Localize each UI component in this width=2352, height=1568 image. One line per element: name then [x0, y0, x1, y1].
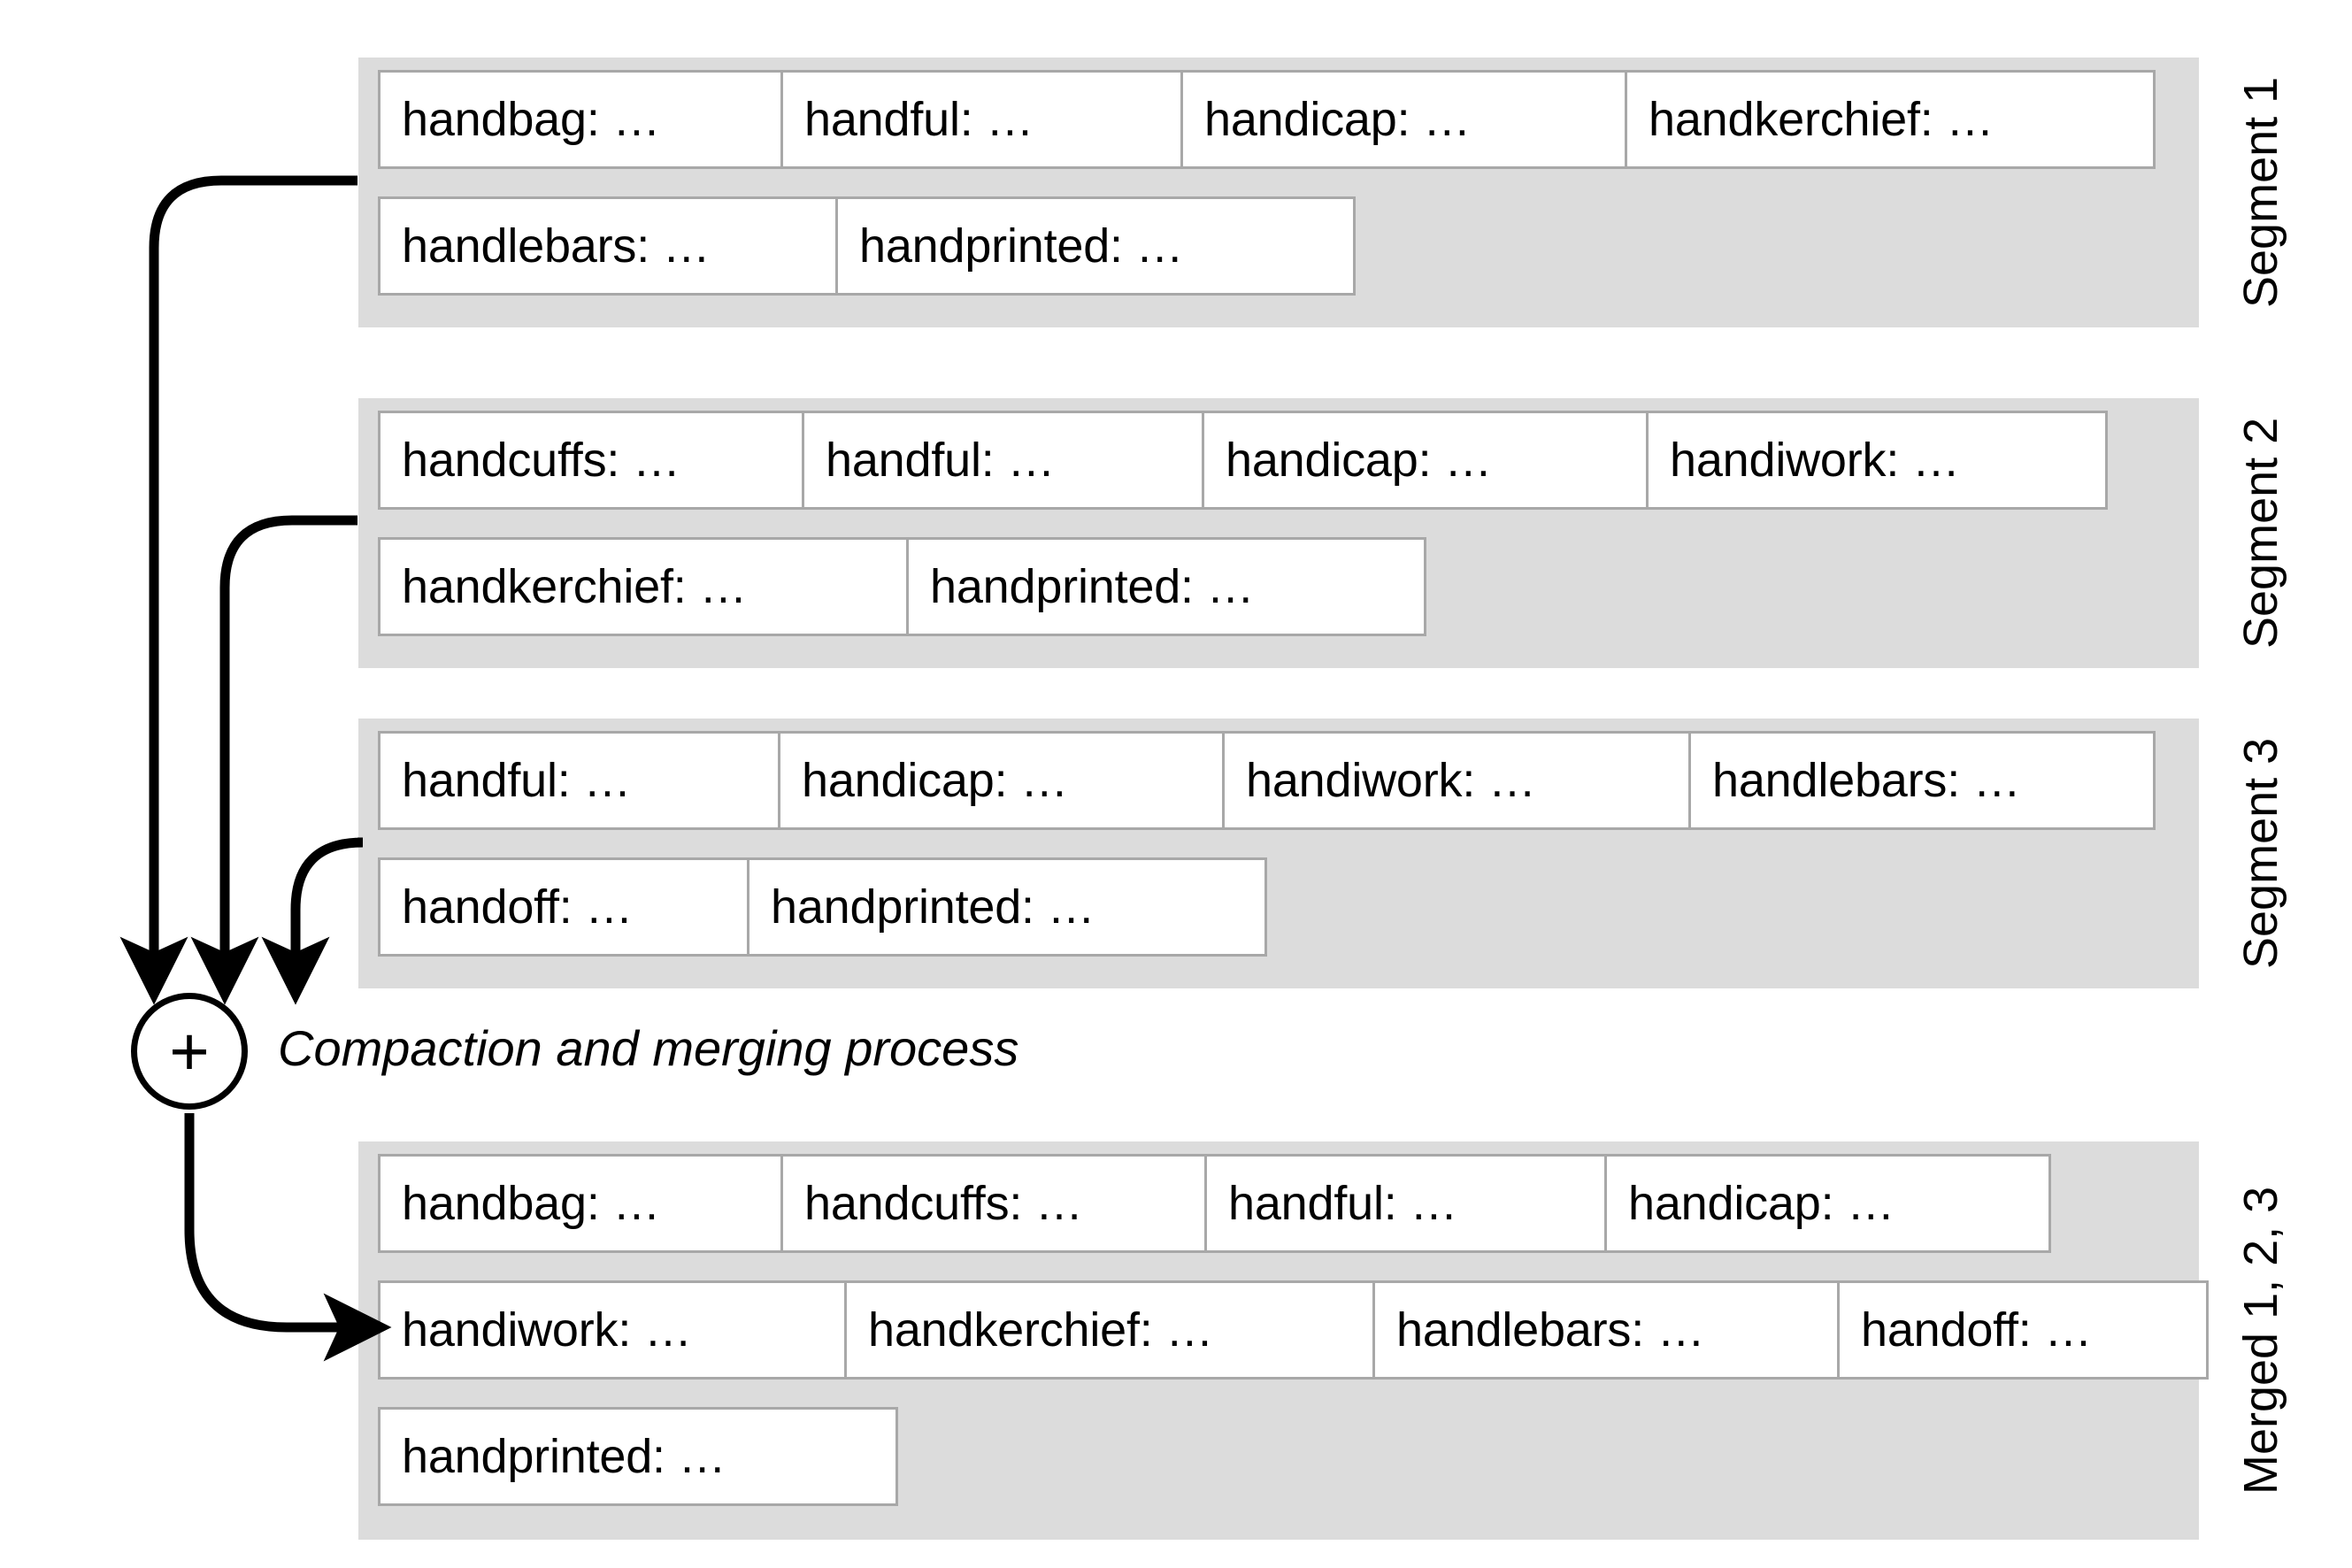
- segment-2-cell-handful[interactable]: handful: …: [802, 411, 1204, 510]
- merged-cell-handiwork[interactable]: handiwork: …: [378, 1280, 847, 1380]
- merged-cell-handlebars[interactable]: handlebars: …: [1372, 1280, 1840, 1380]
- segment-3-cell-handprinted[interactable]: handprinted: …: [747, 857, 1267, 957]
- merged-cell-handcuffs[interactable]: handcuffs: …: [780, 1154, 1207, 1253]
- segment-1-side-label: Segment 1: [2234, 76, 2287, 309]
- segment-1-cell-handful[interactable]: handful: …: [780, 70, 1183, 169]
- segment-1-cell-handlebars[interactable]: handlebars: …: [378, 196, 838, 296]
- segment-2-cell-handiwork[interactable]: handiwork: …: [1646, 411, 2108, 510]
- segment-3-cell-handoff[interactable]: handoff: …: [378, 857, 749, 957]
- segment-2-cell-handicap[interactable]: handicap: …: [1202, 411, 1649, 510]
- merge-node[interactable]: +: [131, 993, 248, 1110]
- merged-cell-handful[interactable]: handful: …: [1204, 1154, 1607, 1253]
- process-label: Compaction and merging process: [278, 1020, 1019, 1076]
- segment-2-row-1: handcuffs: … handful: … handicap: … hand…: [378, 411, 2108, 510]
- segment-3-cell-handful[interactable]: handful: …: [378, 731, 780, 830]
- segment-3-cell-handiwork[interactable]: handiwork: …: [1222, 731, 1691, 830]
- merged-cell-handoff[interactable]: handoff: …: [1837, 1280, 2209, 1380]
- merged-row-3: handprinted: …: [378, 1407, 898, 1506]
- arrow-merge-to-merged: [184, 1113, 392, 1362]
- arrow-segment-2-to-merge: [190, 515, 357, 1005]
- segment-2-cell-handprinted[interactable]: handprinted: …: [906, 537, 1426, 636]
- segment-3-row-2: handoff: … handprinted: …: [378, 857, 1267, 957]
- merged-cell-handkerchief[interactable]: handkerchief: …: [844, 1280, 1375, 1380]
- segment-1-cell-handprinted[interactable]: handprinted: …: [835, 196, 1356, 296]
- segment-3-side-label: Segment 3: [2234, 737, 2287, 970]
- merged-cell-handbag[interactable]: handbag: …: [378, 1154, 783, 1253]
- arrow-segment-3-to-merge: [261, 837, 364, 1005]
- segment-1-cell-handicap[interactable]: handicap: …: [1180, 70, 1627, 169]
- segment-2-cell-handcuffs[interactable]: handcuffs: …: [378, 411, 804, 510]
- segment-2-side-label: Segment 2: [2234, 417, 2287, 649]
- segment-3-row-1: handful: … handicap: … handiwork: … hand…: [378, 731, 2156, 830]
- plus-icon: +: [169, 1012, 210, 1090]
- segment-2-row-2: handkerchief: … handprinted: …: [378, 537, 1426, 636]
- merged-cell-handicap[interactable]: handicap: …: [1604, 1154, 2051, 1253]
- arrow-segment-1-to-merge: [119, 175, 357, 1005]
- segment-3-cell-handicap[interactable]: handicap: …: [778, 731, 1225, 830]
- merged-side-label: Merged 1, 2, 3: [2234, 1186, 2287, 1495]
- segment-1-cell-handkerchief[interactable]: handkerchief: …: [1625, 70, 2156, 169]
- merged-cell-handprinted[interactable]: handprinted: …: [378, 1407, 898, 1506]
- segment-3-cell-handlebars[interactable]: handlebars: …: [1688, 731, 2156, 830]
- segment-1-cell-handbag[interactable]: handbag: …: [378, 70, 783, 169]
- merged-row-1: handbag: … handcuffs: … handful: … handi…: [378, 1154, 2051, 1253]
- segment-1-row-1: handbag: … handful: … handicap: … handke…: [378, 70, 2156, 169]
- merged-row-2: handiwork: … handkerchief: … handlebars:…: [378, 1280, 2209, 1380]
- segment-2-cell-handkerchief[interactable]: handkerchief: …: [378, 537, 909, 636]
- segment-1-row-2: handlebars: … handprinted: …: [378, 196, 1356, 296]
